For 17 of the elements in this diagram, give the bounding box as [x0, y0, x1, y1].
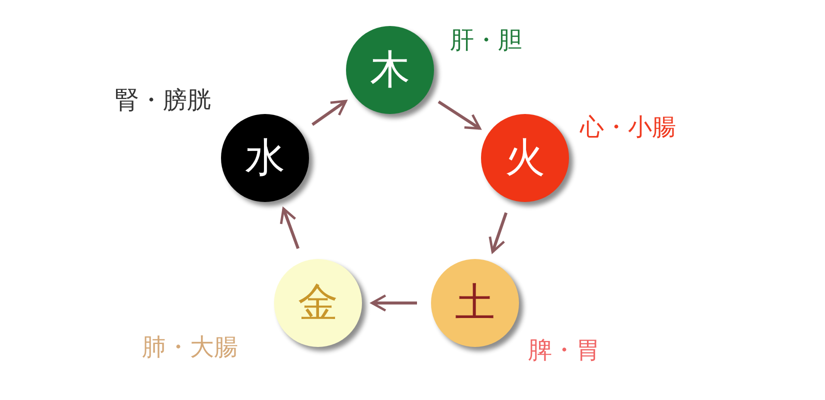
organ-label: 腎・膀胱: [115, 88, 211, 112]
element-circle: [346, 26, 434, 114]
element-circle: [481, 114, 569, 202]
arrow: [488, 212, 508, 254]
element-character: 木: [370, 50, 410, 90]
organ-label: 肺・大腸: [142, 335, 238, 359]
element-character: 火: [505, 138, 545, 178]
arrow: [280, 208, 300, 250]
organ-label: 心・小腸: [580, 115, 676, 139]
element-character: 金: [298, 283, 338, 323]
arrow: [370, 294, 417, 312]
element-character: 土: [455, 283, 495, 323]
organ-label: 脾・胃: [528, 338, 600, 362]
element-character: 水: [245, 138, 285, 178]
organ-label: 肝・胆: [450, 28, 522, 52]
arrow: [438, 100, 481, 130]
arrow: [312, 100, 347, 126]
